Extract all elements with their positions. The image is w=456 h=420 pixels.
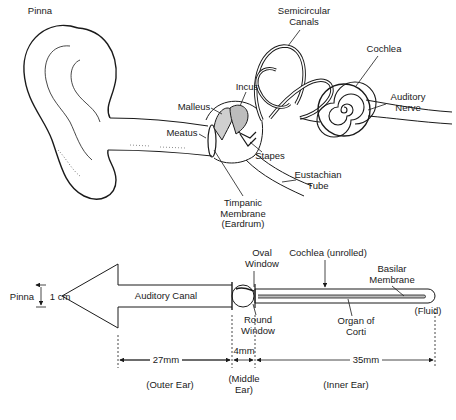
pinna-shading: [58, 150, 80, 176]
leader-line: [348, 299, 352, 316]
leader-line: [254, 271, 255, 287]
pinna-rim: [78, 28, 116, 118]
region-label: (Outer Ear): [146, 380, 194, 391]
ossicle-chain: [236, 288, 254, 291]
canal-wall: [110, 118, 208, 126]
part-name: Round Window: [238, 315, 278, 336]
part-name: Cochlea (unrolled): [289, 248, 367, 259]
dimension-arrow: [234, 360, 253, 361]
part-name: Auditory Nerve: [385, 92, 431, 113]
extension-line: [118, 308, 435, 368]
dimension-arrow: [120, 360, 150, 361]
pinna-fold: [45, 46, 92, 160]
leader-line: [288, 30, 300, 46]
dimension-arrow: [182, 360, 230, 361]
part-name: Auditory Canal: [135, 291, 197, 302]
semicircular-canal-inner: [256, 46, 305, 120]
stapes-bone: [238, 132, 256, 146]
auditory-canal: [118, 264, 232, 328]
pinna-cone: [62, 264, 118, 328]
part-name: Pinna: [10, 292, 34, 303]
middle-ear-cavity: [206, 101, 263, 163]
dimension-label: 1 cm: [50, 292, 71, 303]
part-name: Oval Window: [242, 248, 282, 269]
part-name: Organ of Corti: [337, 316, 375, 337]
region-label: (Middle Ear): [224, 374, 264, 395]
leader-line: [214, 150, 243, 196]
leader-line: [392, 286, 404, 296]
pinna-fold: [71, 60, 100, 122]
cochlea-spiral: [317, 82, 376, 137]
dimension-line: [36, 285, 46, 307]
dimension-label: 27mm: [153, 355, 179, 366]
leader-line: [368, 104, 386, 110]
cochlea-tube: [255, 289, 435, 303]
part-name: Timpanic Membrane (Eardrum): [212, 198, 274, 230]
part-name: Semicircular Canals: [275, 6, 333, 27]
middle-ear-chamber: [232, 285, 254, 307]
leader-line: [253, 304, 256, 315]
semicircular-canal: [257, 69, 290, 108]
leader-lines: [199, 30, 386, 196]
part-name: Meatus: [166, 128, 197, 139]
canal-wall: [108, 150, 212, 156]
semicircular-canal-inner: [257, 69, 290, 108]
region-label: (Inner Ear): [323, 380, 368, 391]
part-name: Eustachian Tube: [293, 170, 343, 191]
semicircular-canal-inner: [270, 80, 332, 118]
leader-line: [240, 92, 246, 106]
dimension-label: 4mm: [233, 346, 254, 357]
vestibule: [300, 118, 320, 122]
incus-bone: [230, 105, 248, 134]
pinna-outline: [24, 26, 116, 200]
canal-shading: [130, 145, 185, 148]
leader-line: [356, 56, 378, 86]
part-name: Basilar Membrane: [367, 264, 417, 285]
semicircular-canal: [270, 80, 332, 118]
part-name: Stapes: [255, 151, 285, 162]
cochlea-shell: [318, 84, 370, 136]
leader-line: [199, 134, 206, 138]
window-wall: [254, 284, 255, 308]
part-name: Cochlea: [367, 44, 402, 55]
dimension-lines: [118, 308, 435, 368]
dimension-arrow: [382, 360, 433, 361]
dimension-label: 35mm: [353, 355, 379, 366]
basilar-membrane: [258, 295, 426, 298]
part-name: Malleus: [178, 102, 211, 113]
leader-line: [211, 108, 222, 114]
leader-line: [282, 180, 296, 182]
part-name: Pinna: [28, 6, 52, 17]
semicircular-canal: [256, 46, 305, 120]
part-name: Incus: [236, 82, 259, 93]
dimension-arrow: [257, 360, 350, 361]
leader-line: [325, 260, 326, 287]
part-name: (Fluid): [415, 306, 442, 317]
